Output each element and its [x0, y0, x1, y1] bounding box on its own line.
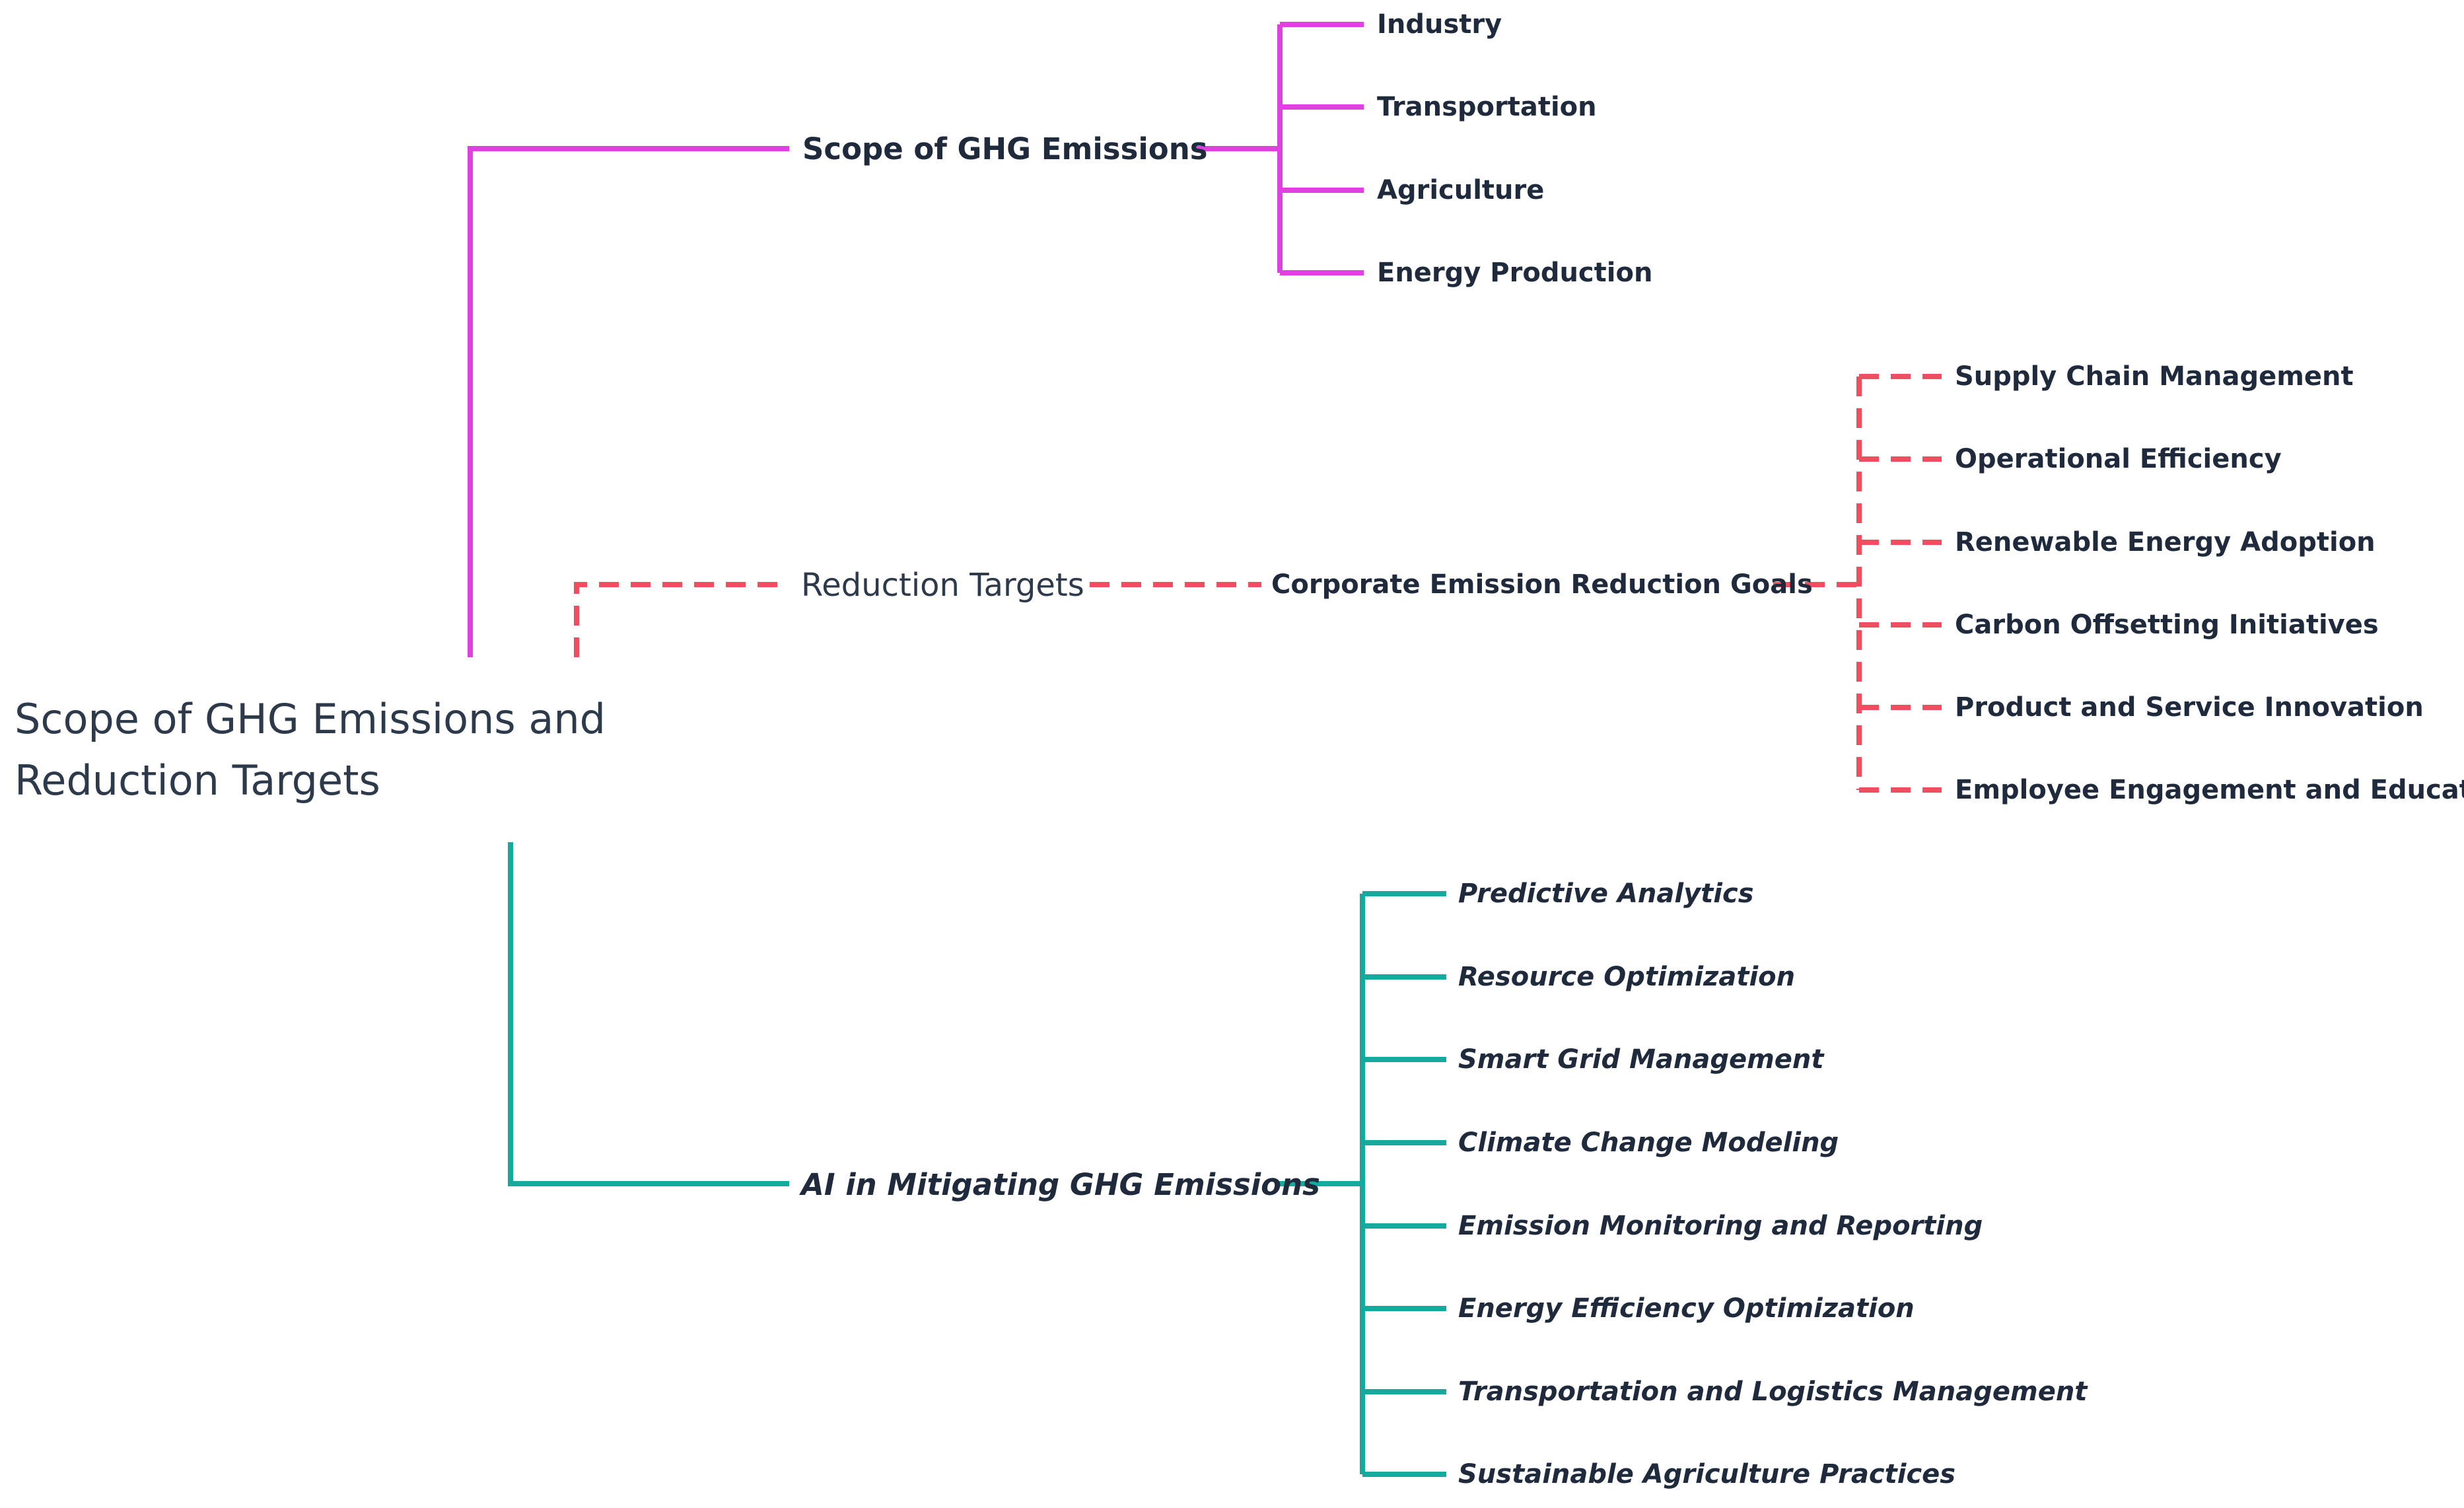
root-node[interactable]: Scope of GHG Emissions and Reduction Tar…: [0, 661, 614, 839]
ai-branch-label[interactable]: AI in Mitigating GHG Emissions: [799, 1167, 1320, 1202]
targets-branch-connectors: [574, 374, 1942, 793]
root-label-line2: Reduction Targets: [15, 756, 380, 805]
targets-branch-label[interactable]: Reduction Targets: [801, 567, 1084, 604]
ai-child-smart-grid[interactable]: Smart Grid Management: [1458, 1044, 1825, 1075]
scope-child-agriculture[interactable]: Agriculture: [1377, 175, 1544, 205]
scope-child-industry[interactable]: Industry: [1377, 9, 1502, 40]
goals-child-product-innovation[interactable]: Product and Service Innovation: [1955, 692, 2424, 723]
root-to-ai-connector: [508, 842, 789, 1186]
goals-child-carbon-offsetting[interactable]: Carbon Offsetting Initiatives: [1955, 610, 2379, 640]
scope-branch-connectors: [468, 22, 1364, 657]
goals-child-supply-chain[interactable]: Supply Chain Management: [1955, 361, 2354, 392]
scope-branch-label[interactable]: Scope of GHG Emissions: [802, 131, 1208, 166]
ai-child-sustainable-agriculture[interactable]: Sustainable Agriculture Practices: [1458, 1459, 1955, 1490]
goals-child-renewable-energy[interactable]: Renewable Energy Adoption: [1955, 527, 2376, 557]
root-to-scope-connector: [468, 146, 789, 657]
ai-child-predictive-analytics[interactable]: Predictive Analytics: [1458, 879, 1754, 909]
ai-child-climate-modeling[interactable]: Climate Change Modeling: [1458, 1128, 1839, 1158]
ai-child-emission-monitoring[interactable]: Emission Monitoring and Reporting: [1458, 1211, 1983, 1241]
root-node-background: [0, 661, 614, 839]
ai-child-transportation-logistics[interactable]: Transportation and Logistics Management: [1458, 1377, 2088, 1407]
scope-child-transportation[interactable]: Transportation: [1377, 92, 1597, 122]
root-label-line1: Scope of GHG Emissions and: [15, 695, 606, 743]
goals-child-employee-engagement[interactable]: Employee Engagement and Education: [1955, 775, 2464, 805]
ai-child-energy-efficiency[interactable]: Energy Efficiency Optimization: [1458, 1293, 1915, 1324]
ai-child-resource-optimization[interactable]: Resource Optimization: [1458, 962, 1795, 992]
corporate-goals-label[interactable]: Corporate Emission Reduction Goals: [1271, 569, 1813, 600]
root-to-targets-connector: [574, 582, 789, 657]
goals-child-operational-efficiency[interactable]: Operational Efficiency: [1955, 444, 2282, 474]
scope-child-energy-production[interactable]: Energy Production: [1377, 258, 1652, 288]
ai-branch-connectors: [508, 842, 1446, 1477]
